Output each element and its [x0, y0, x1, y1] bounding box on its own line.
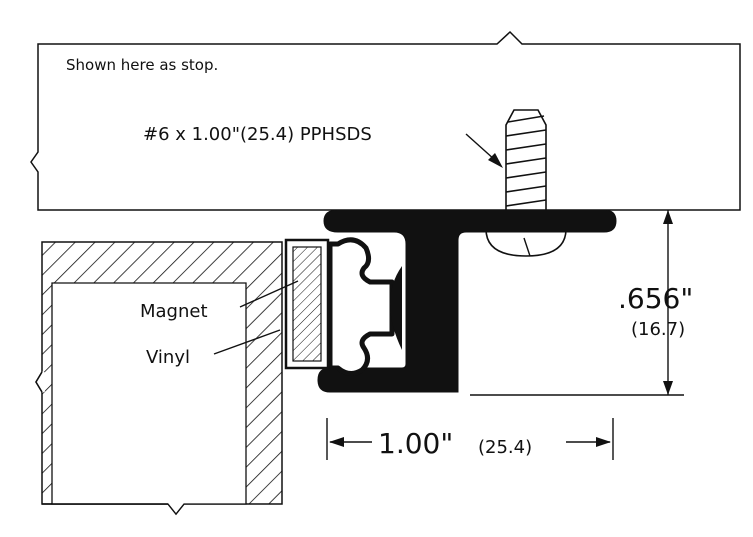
screw-leader-line — [465, 133, 496, 161]
magnet-core — [292, 246, 322, 362]
vinyl-label: Vinyl — [146, 347, 190, 368]
width-dimension — [326, 418, 614, 460]
width-inches-label: 1.00" — [378, 427, 453, 460]
magnet-label: Magnet — [140, 301, 208, 322]
screw-leader-arrow — [488, 153, 503, 168]
height-mm-label: (16.7) — [631, 319, 685, 340]
note-label: Shown here as stop. — [66, 56, 218, 74]
stop-board — [30, 30, 741, 211]
vinyl-leader-line — [213, 329, 281, 355]
vinyl-seal-fin — [390, 266, 402, 350]
screw-label: #6 x 1.00"(25.4) PPHSDS — [143, 124, 372, 145]
width-mm-label: (25.4) — [478, 437, 532, 458]
height-inches-label: .656" — [618, 282, 693, 315]
height-dimension — [470, 210, 684, 396]
door-frame — [35, 241, 283, 516]
vinyl-bulb — [327, 237, 395, 376]
magnet-leader-line — [239, 280, 299, 308]
